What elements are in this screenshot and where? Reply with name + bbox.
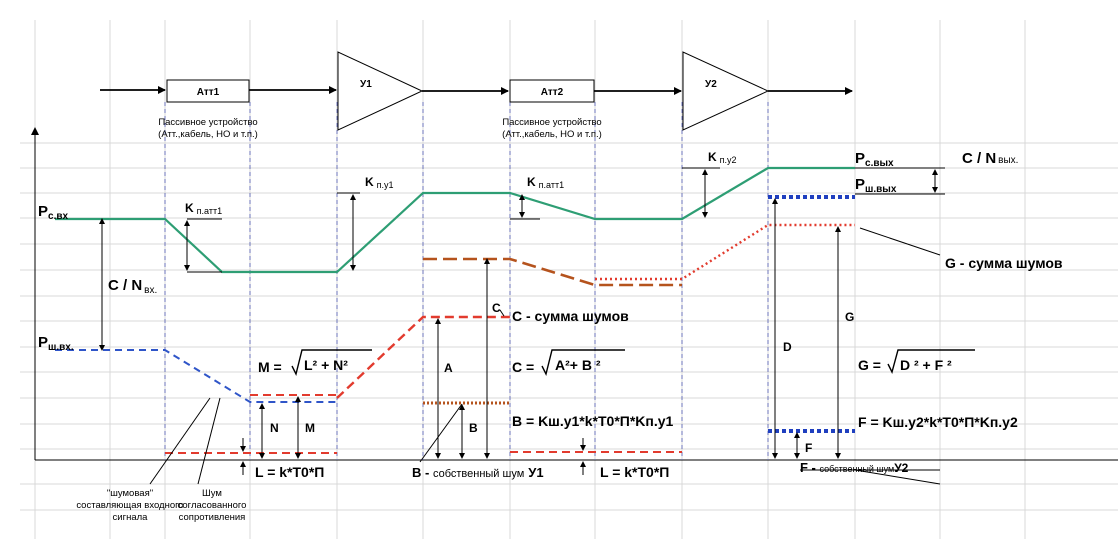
f-own-noise-label: F - собственный шумУ2 xyxy=(800,460,909,475)
u1-amplifier xyxy=(337,51,424,131)
l-formula-2: L = k*T0*П xyxy=(600,464,669,480)
u2-amplifier xyxy=(682,51,770,131)
c-sqrt-sign xyxy=(541,349,625,377)
m-letter: M xyxy=(305,421,315,435)
passive2-caption-line2: (Атт.,кабель, НО и т.п.) xyxy=(502,129,602,140)
noise-comp-line1: "шумовая" xyxy=(107,488,153,499)
measurement-arrows xyxy=(99,167,945,485)
b-letter: B xyxy=(469,421,478,435)
f-formula: F = Kш.у2*k*T0*П*Kп.у2 xyxy=(858,414,1018,430)
c-letter: C xyxy=(492,301,501,315)
block-chain: Атт1 У1 Атт2 У2 xyxy=(100,51,853,131)
u2-label: У2 xyxy=(705,79,717,90)
l-formula-1: L = k*T0*П xyxy=(255,464,324,480)
a-letter: A xyxy=(444,361,453,375)
g-sqrt-sign xyxy=(887,349,975,374)
c-noise-sum-line xyxy=(336,315,510,399)
psh-out-label: Pш.вых xyxy=(855,176,897,195)
matched-line3: сопротивления xyxy=(179,512,246,523)
m-sqrt-sign xyxy=(291,349,372,377)
pc-out-label: Pc.вых xyxy=(855,150,894,169)
att1-block xyxy=(166,79,250,103)
signal-level-line xyxy=(55,166,855,274)
f-letter: F xyxy=(805,441,812,455)
att2-label: Атт2 xyxy=(541,87,564,98)
u1-label: У1 xyxy=(360,79,372,90)
passive1-caption-line2: (Атт.,кабель, НО и т.п.) xyxy=(158,129,258,140)
n-letter: N xyxy=(270,421,279,435)
passive2-caption-line1: Пассивное устройство xyxy=(502,117,601,128)
passive1-caption-line1: Пассивное устройство xyxy=(158,117,257,128)
input-noise-line xyxy=(55,349,337,403)
g-formula-radicand: D ² + F ² xyxy=(900,357,952,373)
stage-separators xyxy=(164,102,769,460)
att1-label: Атт1 xyxy=(197,87,220,98)
pc-in-label: Pc.вх xyxy=(38,203,69,222)
g-sum-label: G - сумма шумов xyxy=(945,255,1063,271)
g-formula-left: G = xyxy=(858,357,881,373)
c-formula-left: C = xyxy=(512,359,534,375)
m-formula-left: M = xyxy=(258,359,282,375)
matched-line1: Шум xyxy=(202,488,222,499)
m-formula-radicand: L² + N² xyxy=(304,357,348,373)
c-formula-radicand: A²+ B ² xyxy=(555,357,601,373)
noise-comp-line3: сигнала xyxy=(113,512,149,523)
g-noise-sum-line xyxy=(595,223,855,281)
noise-comp-line2: составляющая входного xyxy=(76,500,183,511)
matched-line2: согласованного xyxy=(178,500,247,511)
b-formula: B = Kш.у1*k*T0*П*Kп.у1 xyxy=(512,413,674,429)
g-letter: G xyxy=(845,310,854,324)
d-letter: D xyxy=(783,340,792,354)
att2-noise-line xyxy=(423,257,682,287)
psh-in-label: Pш.вх. xyxy=(38,334,74,353)
c-sum-label: C - сумма шумов xyxy=(512,308,629,324)
